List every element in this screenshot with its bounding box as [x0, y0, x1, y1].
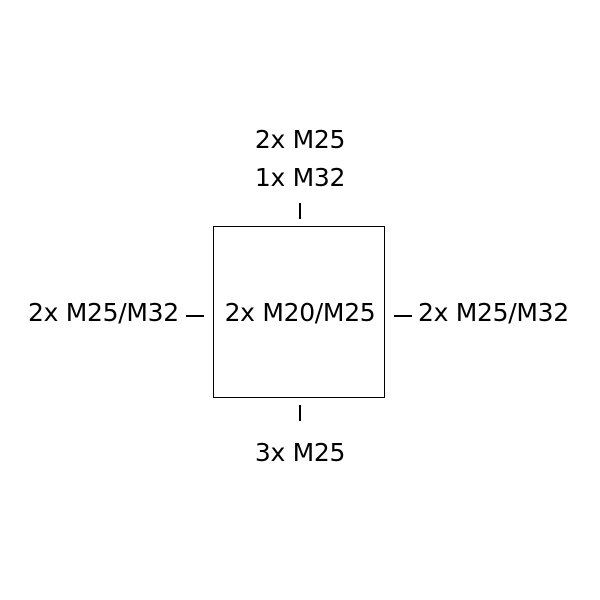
- left-entry-label: 2x M25/M32: [28, 298, 179, 327]
- bottom-entry-label: 3x M25: [254, 438, 346, 467]
- top-entry-label-2: 1x M32: [254, 163, 346, 192]
- bottom-connector-line: [299, 405, 301, 421]
- top-entry-label-1: 2x M25: [254, 125, 346, 154]
- right-entry-label: 2x M25/M32: [418, 298, 569, 327]
- top-connector-line: [299, 203, 301, 219]
- right-connector-line: [394, 315, 412, 317]
- center-entry-label: 2x M20/M25: [224, 298, 376, 327]
- left-connector-line: [186, 315, 204, 317]
- enclosure-box: [213, 226, 385, 398]
